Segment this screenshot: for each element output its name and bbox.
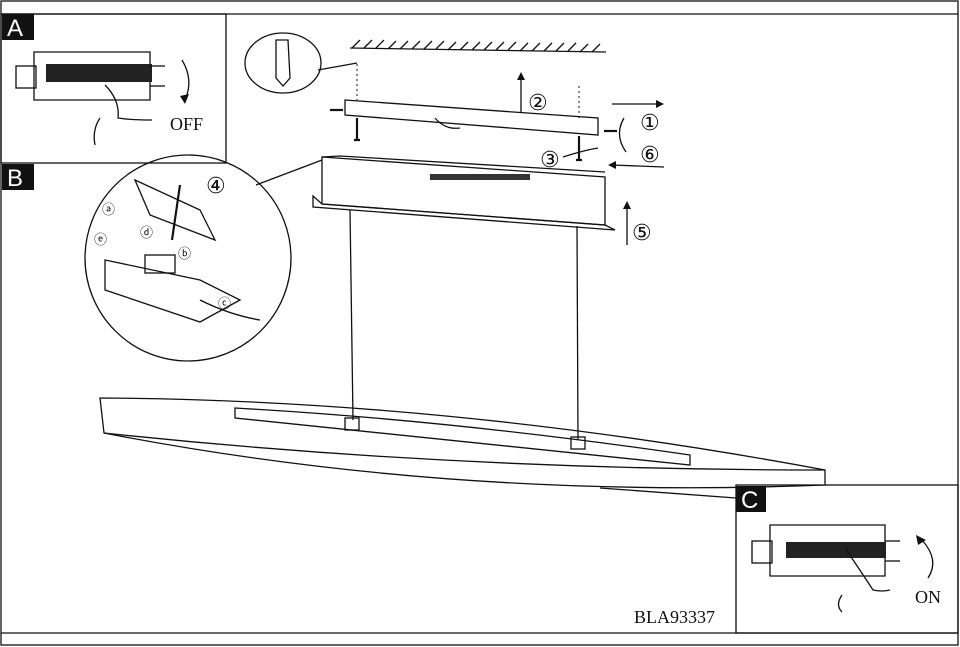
panel-a-label: A [7,15,23,42]
detail-b: ⓑ [178,247,191,262]
wall-plug-icon [275,39,291,87]
ceiling [349,39,607,120]
suspension-wire-right [576,225,579,441]
panel-c-label-box [736,486,766,512]
step-2: ② [528,91,548,116]
lamp-body [99,397,826,489]
step-3: ③ [540,148,560,173]
arrow-up-icon [921,539,934,579]
circuit-breaker-icon [15,51,165,101]
hand-icon [93,84,153,146]
panel-a-breaker-off: A OFF [0,13,227,164]
hand-icon [837,547,891,613]
detail-d: ⓓ [140,226,153,241]
panel-c-breaker-on: C ON [735,484,959,634]
wall-plug-detail [244,32,358,94]
screw-icon [354,118,360,142]
detail-c: ⓒ [218,297,231,312]
step-6: ⑥ [640,143,660,168]
off-text: OFF [170,114,203,134]
panel-b-label-box [2,164,34,190]
circuit-breaker-icon [751,524,900,577]
detail-a: ⓐ [102,203,115,218]
step-4: ④ [206,174,226,199]
terminal-block-icon [104,259,242,323]
panel-a-label-box [2,14,34,40]
model-code: BLA93337 [634,607,715,627]
screwdriver-icon [170,184,182,241]
suspension-wire-left [349,209,354,421]
arrow-down-icon [181,59,190,101]
panel-c-label: C [741,487,758,514]
canopy [312,155,616,231]
on-text: ON [915,587,941,607]
panel-b-label: B [7,165,23,192]
wiring-detail: ④ ⓐ ⓑ ⓒ ⓓ ⓔ [84,154,323,362]
detail-e: ⓔ [94,233,107,248]
mounting-bracket [330,99,617,162]
step-1: ① [640,111,660,136]
step-5: ⑤ [632,221,652,246]
screw-icon [576,136,582,162]
